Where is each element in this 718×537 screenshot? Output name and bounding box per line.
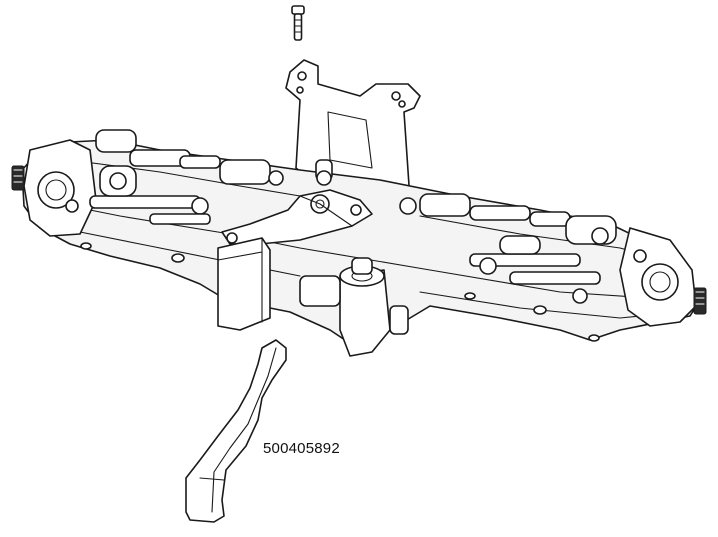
left-hub-carrier <box>11 139 97 237</box>
center-pivot-post <box>217 237 409 357</box>
screw-icon <box>291 5 305 41</box>
right-suspension-links <box>399 193 617 304</box>
center-steering-plate <box>221 159 373 245</box>
brace-part-500405892 <box>185 339 287 523</box>
right-hub-carrier <box>619 227 707 327</box>
part-number-callout: 500405892 <box>263 440 340 457</box>
chassis-detail-holes <box>80 242 600 342</box>
left-suspension-links <box>89 129 284 225</box>
chassis-body <box>21 139 701 351</box>
